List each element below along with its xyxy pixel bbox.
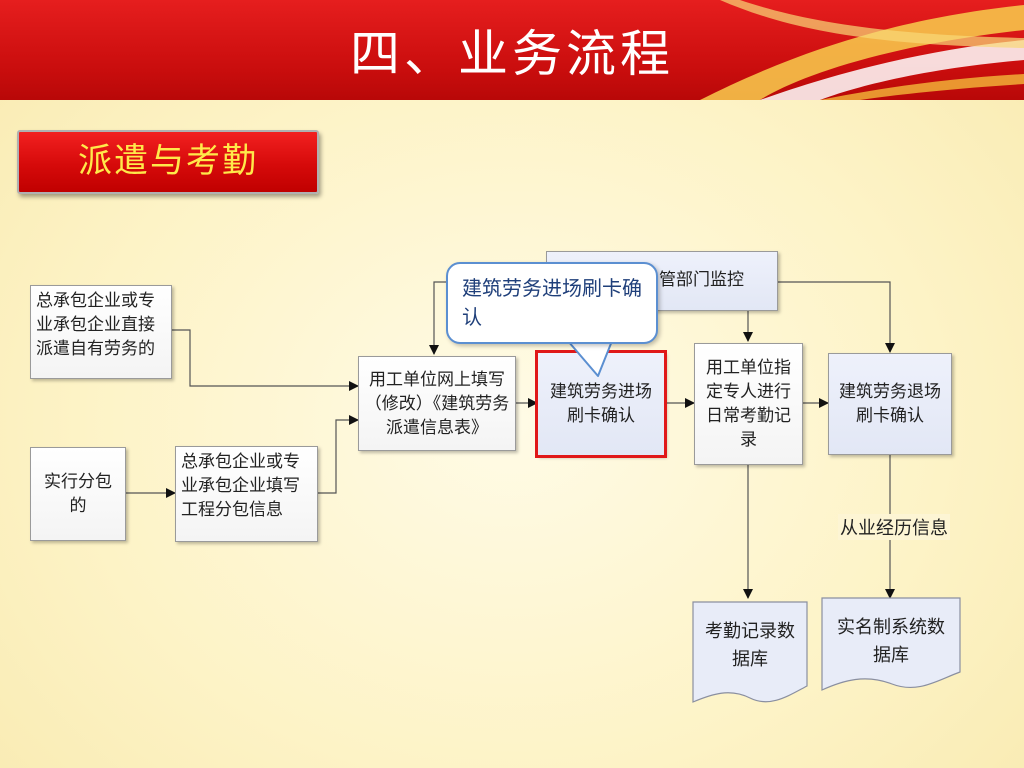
section-label: 派遣与考勤 bbox=[17, 130, 319, 194]
attendance-db-shape bbox=[692, 601, 808, 703]
callout-bubble: 建筑劳务进场刷卡确认 bbox=[446, 262, 658, 344]
node-fill-online: 用工单位网上填写（修改）《建筑劳务派遣信息表》 bbox=[358, 356, 516, 451]
page-title: 四、业务流程 bbox=[350, 25, 674, 83]
node-realname-db: 实名制系统数据库 bbox=[837, 617, 945, 666]
node-exit-swipe: 建筑劳务退场刷卡确认 bbox=[828, 353, 952, 455]
node-attendance-db: 考勤记录数据库 bbox=[705, 621, 795, 670]
arrow-direct-to-fill bbox=[172, 329, 359, 391]
node-daily-attendance: 用工单位指定专人进行日常考勤记录 bbox=[694, 343, 803, 465]
node-subcontract: 实行分包的 bbox=[30, 447, 126, 541]
arrow-monitor-to-exit bbox=[778, 281, 895, 353]
node-fill-subcontract: 总承包企业或专业承包企业填写工程分包信息 bbox=[175, 446, 318, 542]
realname-db-shape bbox=[821, 597, 961, 691]
node-entry-swipe: 建筑劳务进场刷卡确认 bbox=[537, 352, 665, 456]
arrow-subfill-to-fill bbox=[318, 415, 359, 494]
title-bar: 四、业务流程 bbox=[0, 0, 1024, 100]
label-work-history: 从业经历信息 bbox=[838, 514, 950, 540]
header-swoosh-decoration bbox=[700, 0, 1024, 100]
node-direct-dispatch: 总承包企业或专业承包企业直接派遣自有劳务的 bbox=[30, 285, 172, 379]
